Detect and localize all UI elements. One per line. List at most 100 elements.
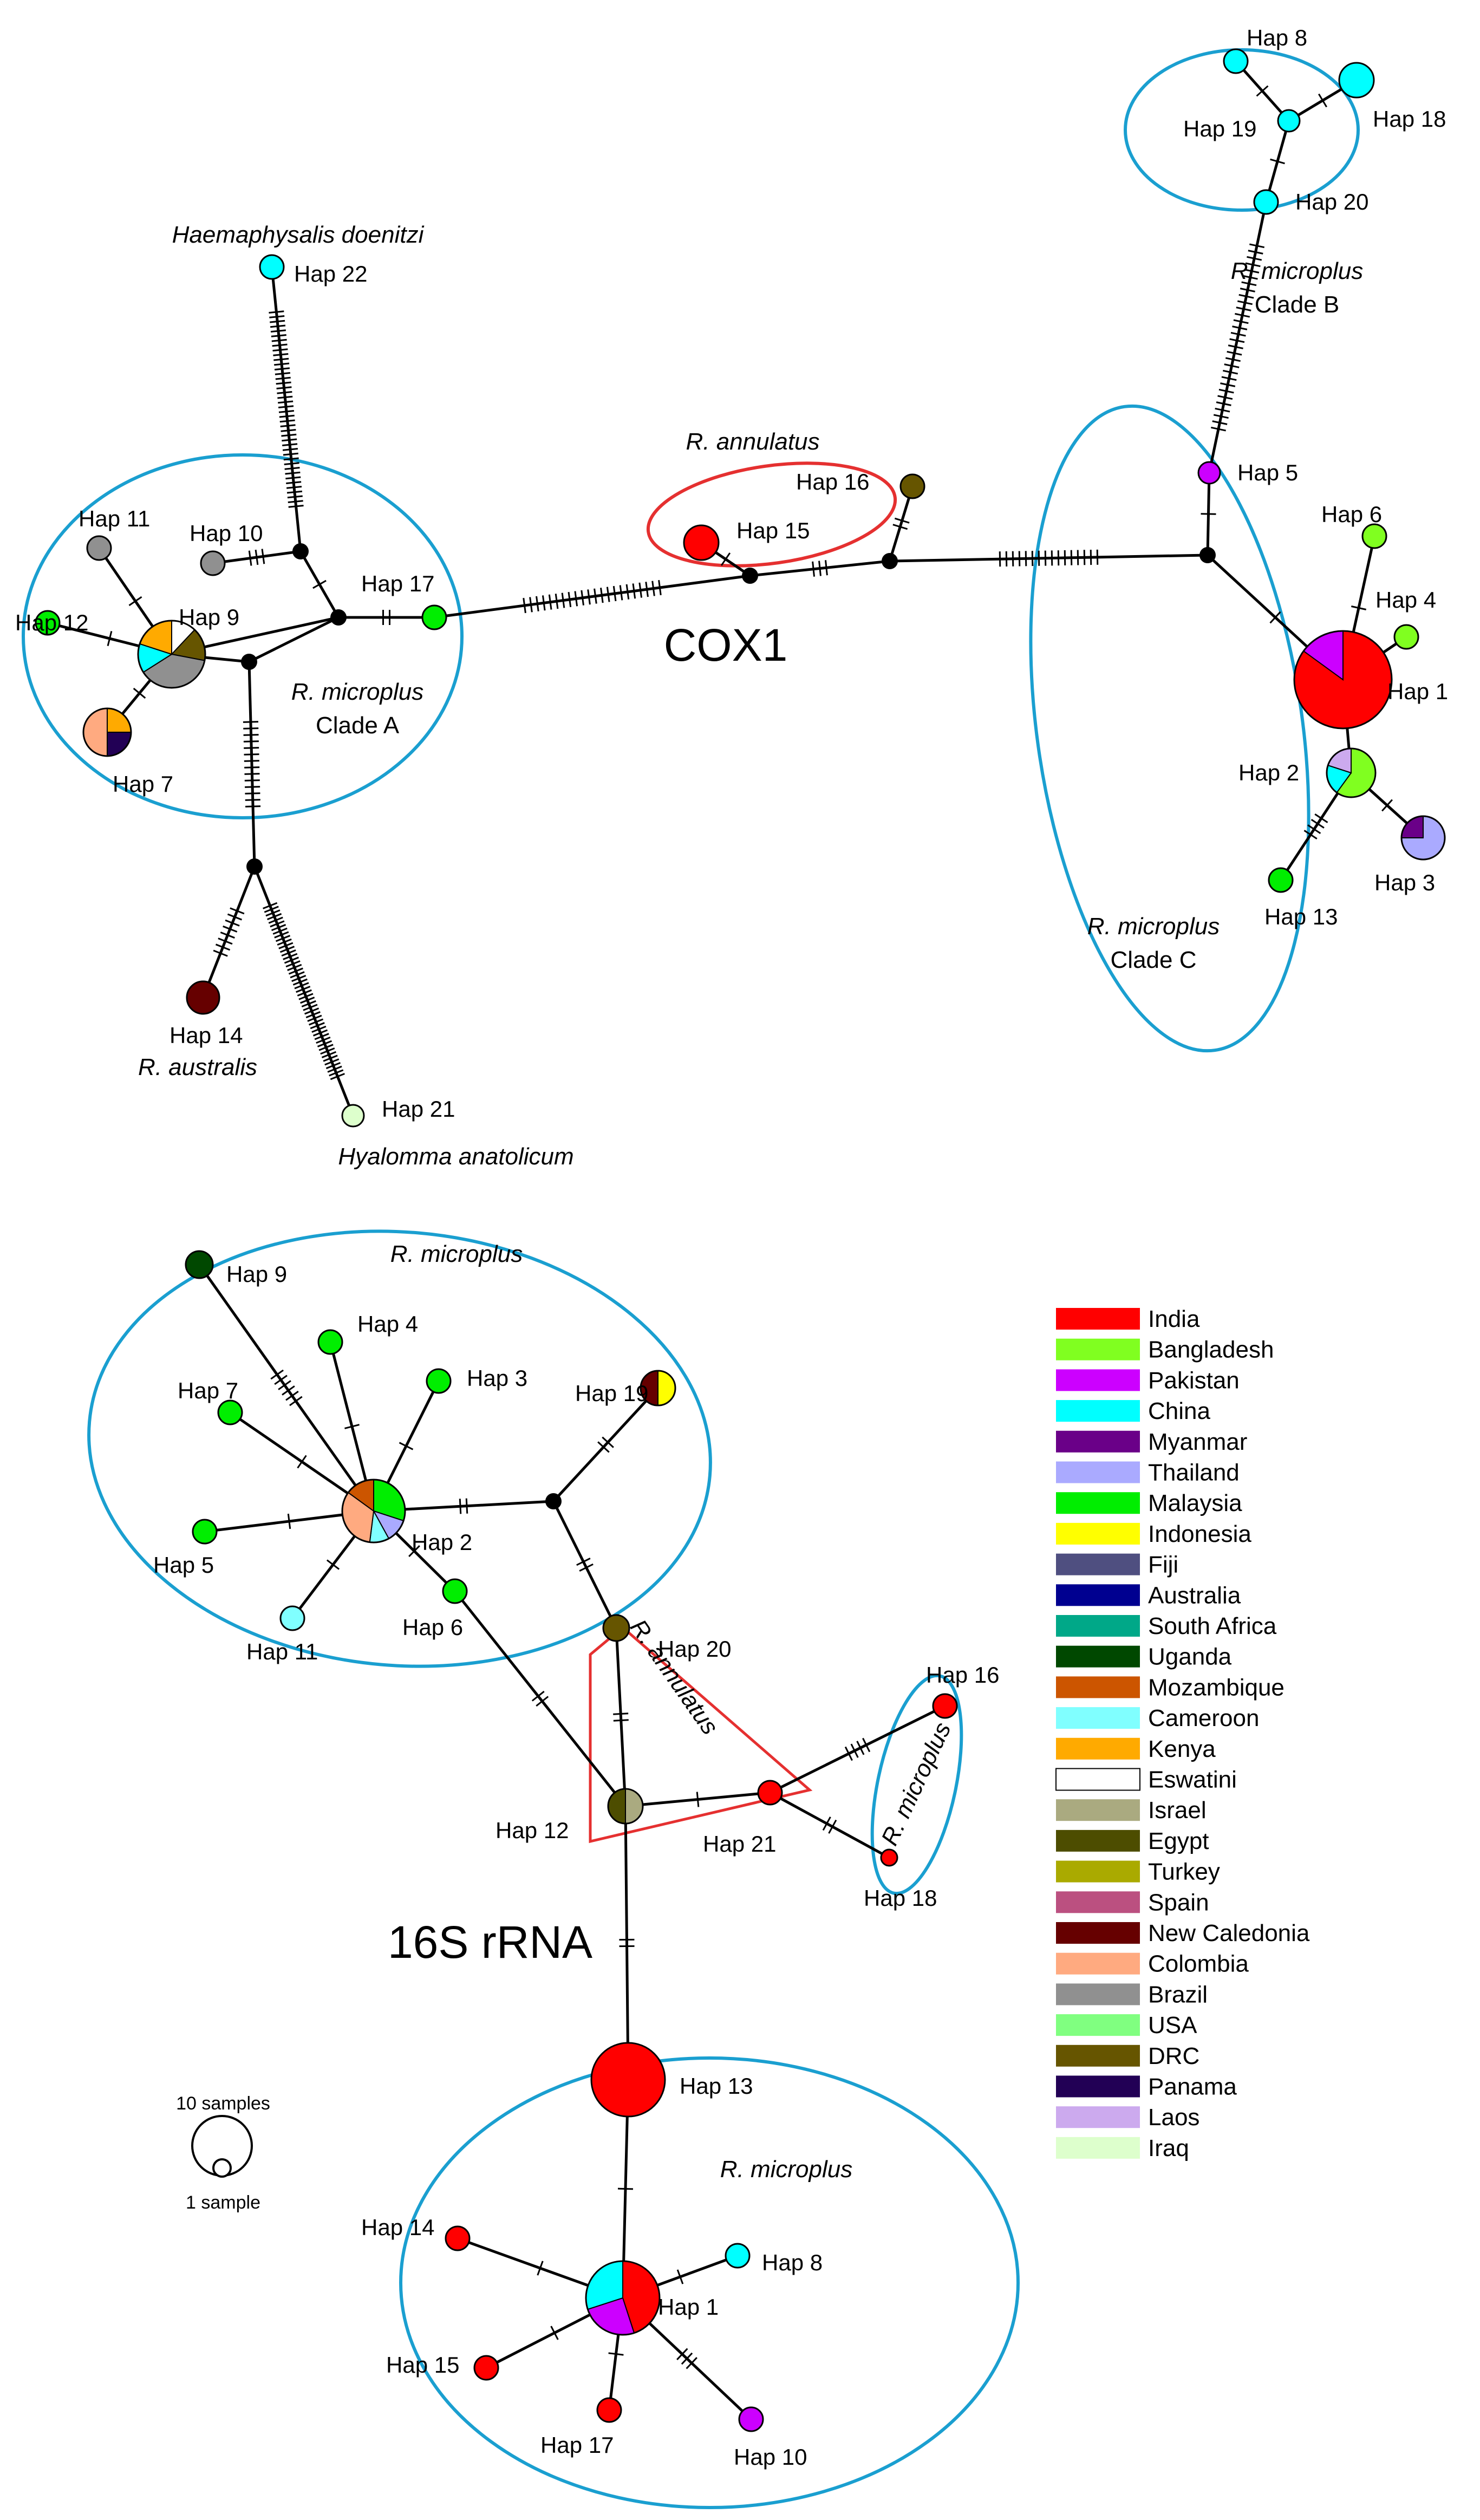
- mutation-tick: [632, 583, 636, 599]
- mutation-tick: [215, 943, 231, 951]
- mutation-tick: [244, 753, 259, 756]
- s16-microplus-top-label: R. microplus: [390, 1241, 523, 1267]
- haplotype-node-s15: [473, 2355, 499, 2381]
- mutation-tick: [658, 579, 662, 596]
- mutation-tick: [324, 1058, 340, 1066]
- pie-slice: [426, 1368, 452, 1394]
- haplotype-node-s7: [217, 1399, 243, 1425]
- mutation-tick: [1044, 550, 1047, 566]
- haplotype-node-c22: [259, 254, 285, 280]
- haplotype-node-c13: [1268, 867, 1294, 893]
- mutation-tick: [576, 1558, 591, 1566]
- sample-size-key: 10 samples 1 sample: [176, 2093, 270, 2213]
- mutation-tick: [1242, 275, 1258, 280]
- legend-label: Thailand: [1148, 1460, 1240, 1486]
- mutation-tick: [276, 386, 292, 390]
- mutation-tick: [1236, 307, 1251, 311]
- haplotype-label: Hap 8: [762, 2250, 823, 2275]
- haplotype-label: Hap 1: [1387, 679, 1448, 704]
- size-key-small-circle: [212, 2158, 232, 2178]
- legend-label: USA: [1148, 2012, 1197, 2039]
- pie-slice: [192, 1519, 218, 1545]
- haplotype-label: Hap 20: [658, 1636, 731, 1662]
- pie-slice: [1253, 189, 1279, 215]
- mutation-tick: [285, 1390, 299, 1401]
- s16-annulatus-label: R. annulatus: [625, 1614, 723, 1739]
- haplotype-node-s19: [640, 1370, 676, 1406]
- pie-slice: [899, 473, 925, 499]
- legend-swatch: [1056, 1707, 1140, 1729]
- legend-swatch: [1056, 1952, 1140, 1975]
- mutation-tick: [278, 1380, 291, 1390]
- mutation-tick: [270, 920, 285, 928]
- mutation-tick: [281, 428, 296, 432]
- legend-swatch: [1056, 2014, 1140, 2036]
- mutation-tick: [277, 395, 293, 399]
- pie-slice: [445, 2225, 471, 2251]
- pie-slice: [1361, 523, 1387, 549]
- mutation-tick: [344, 1424, 360, 1429]
- pie-slice: [596, 2397, 622, 2423]
- median-vector-node: [292, 543, 309, 559]
- legend-label: Colombia: [1148, 1951, 1249, 1977]
- haplotype-nodes: [35, 48, 1446, 2432]
- s16-microplus-bottom-label: R. microplus: [720, 2156, 853, 2183]
- mutation-tick: [818, 561, 822, 576]
- haplotype-node-c5: [1197, 461, 1221, 485]
- legend-label: Egypt: [1148, 1828, 1209, 1854]
- mutation-tick: [278, 400, 294, 404]
- network-edge: [552, 1387, 659, 1502]
- mutation-tick: [271, 924, 286, 932]
- legend-label: Brazil: [1148, 1981, 1208, 2008]
- legend-label: Pakistan: [1148, 1367, 1240, 1394]
- haplotype-node-s8: [725, 2243, 751, 2269]
- pie-slice: [602, 1614, 630, 1642]
- legend-label: Eswatini: [1148, 1767, 1237, 1793]
- mutation-tick: [608, 2352, 624, 2356]
- legend-swatch: [1056, 1338, 1140, 1360]
- mutation-tick: [638, 582, 643, 598]
- haplotype-label: Hap 19: [1183, 116, 1256, 141]
- mutation-tick: [850, 1743, 859, 1758]
- haplotype-label: Hap 13: [680, 2073, 753, 2099]
- legend-swatch: [1056, 2137, 1140, 2159]
- mutation-tick: [892, 524, 908, 530]
- mutation-tick: [282, 443, 298, 447]
- mutation-tick: [218, 937, 233, 945]
- haplotype-node-c9: [137, 620, 206, 689]
- mutation-tick: [223, 925, 238, 933]
- mutation-tick: [1238, 294, 1254, 299]
- mutation-tick: [274, 362, 290, 366]
- mutation-tick: [1249, 243, 1265, 249]
- mutation-tick: [645, 582, 649, 597]
- mutation-tick: [213, 949, 228, 957]
- pie-slice: [683, 524, 720, 561]
- cox1-clade-a-label: R. microplus: [291, 679, 424, 705]
- median-vector-node: [330, 609, 347, 626]
- network-edge: [769, 1704, 946, 1794]
- pie-slice: [185, 1250, 214, 1279]
- mutation-tick: [244, 766, 260, 769]
- haplotype-label: Hap 5: [1237, 460, 1298, 485]
- mutation-tick: [1314, 813, 1328, 823]
- haplotype-node-s3: [426, 1368, 452, 1394]
- mutation-tick: [1018, 551, 1021, 566]
- mutation-tick: [1248, 250, 1263, 255]
- haplotype-label: Hap 5: [153, 1552, 214, 1578]
- mutation-tick: [264, 906, 279, 913]
- haplotype-label: Hap 12: [495, 1818, 569, 1843]
- mutation-tick: [272, 343, 288, 347]
- mutation-tick: [267, 913, 282, 921]
- haplotype-node-c16: [899, 473, 925, 499]
- mutation-tick: [282, 438, 297, 442]
- legend-label: Iraq: [1148, 2135, 1189, 2161]
- mutation-tick: [1217, 395, 1233, 400]
- mutation-tick: [465, 1498, 468, 1514]
- mutation-tick: [1235, 312, 1250, 318]
- mutation-tick: [276, 381, 291, 385]
- median-vector-node: [545, 1493, 562, 1509]
- mutation-tick: [548, 594, 552, 610]
- mutation-tick: [327, 1065, 342, 1073]
- legend-swatch: [1056, 1737, 1140, 1760]
- mutation-tick: [1031, 551, 1034, 566]
